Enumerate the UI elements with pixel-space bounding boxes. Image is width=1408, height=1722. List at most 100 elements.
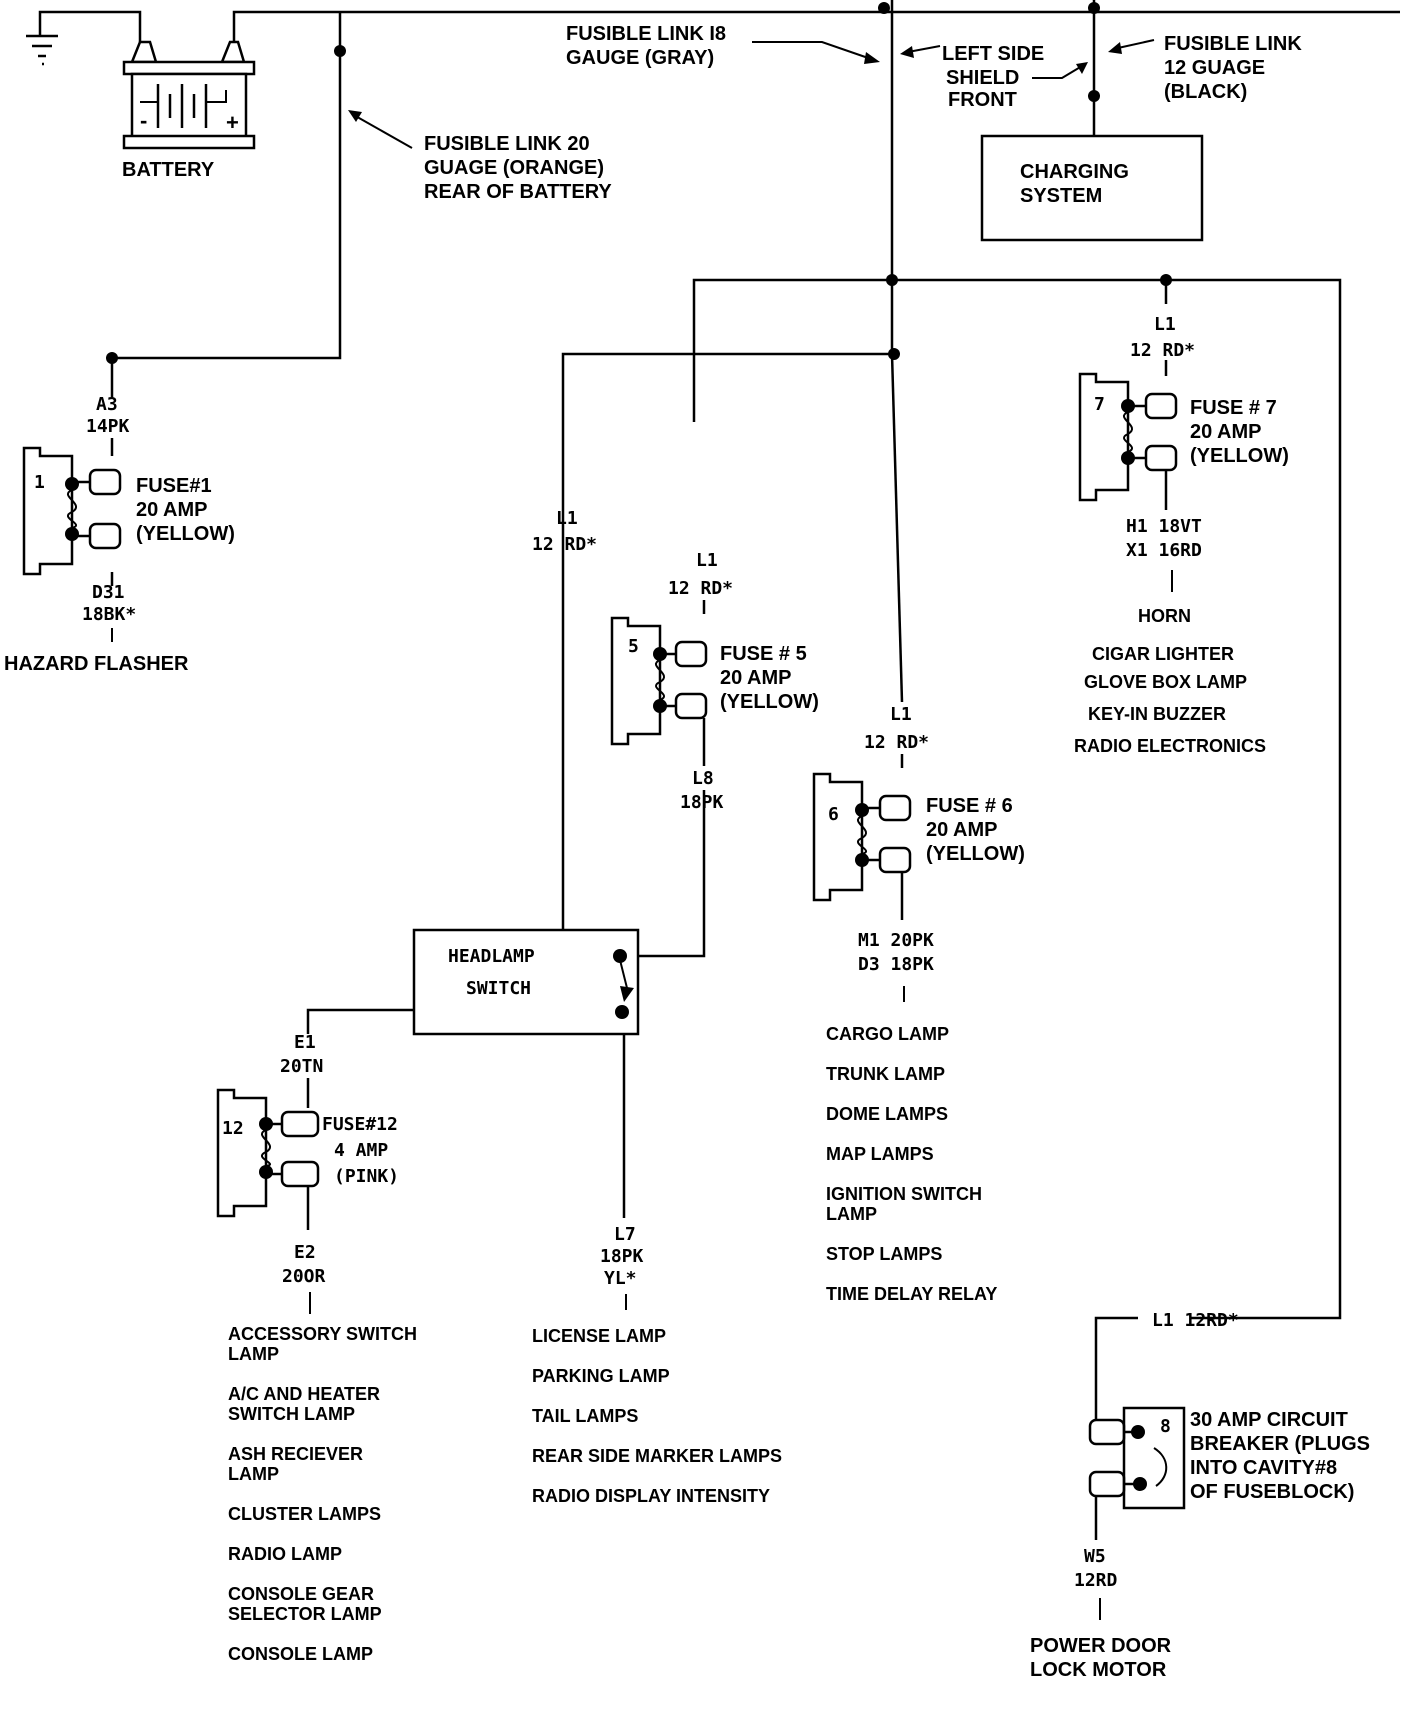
fuse-12-load: LAMP — [228, 1464, 279, 1484]
fuse-1-label-line1: FUSE#1 — [136, 475, 212, 497]
fuse-12-wire-out-line2: 20OR — [282, 1266, 326, 1287]
fuse-6-loads: CARGO LAMP TRUNK LAMP DOME LAMPS MAP LAM… — [826, 1024, 997, 1304]
fuse-7-load: GLOVE BOX LAMP — [1084, 672, 1247, 692]
fuse-6-wire-in-line1: L1 — [890, 704, 912, 725]
fuse-12-wire-in-line1: E1 — [294, 1032, 316, 1053]
breaker-label-line1: 30 AMP CIRCUIT — [1190, 1409, 1348, 1431]
fuse-5-number: 5 — [628, 636, 639, 657]
fusible-link-20-line1: FUSIBLE LINK 20 — [424, 133, 590, 155]
fusible-link-12-line1: FUSIBLE LINK — [1164, 33, 1302, 55]
fuse-12-number: 12 — [222, 1118, 244, 1139]
fuse-12-loads: ACCESSORY SWITCH LAMP A/C AND HEATER SWI… — [228, 1324, 417, 1664]
left-side-line2: SHIELD — [946, 67, 1019, 89]
fuse-1-wire-in-line2: 14PK — [86, 416, 130, 437]
fuse-5-label-line2: 20 AMP — [720, 667, 792, 689]
breaker-label-line2: BREAKER (PLUGS — [1190, 1433, 1370, 1455]
fuse-7: L1 12 RD* 7 FUSE # 7 20 AMP (YELLOW) H1 … — [1078, 314, 1289, 592]
fuse-12-load: SWITCH LAMP — [228, 1404, 355, 1424]
fuse-1-label-line3: (YELLOW) — [136, 523, 235, 545]
headlamp-switch: HEADLAMP SWITCH — [412, 928, 640, 1036]
l7-wire-line3: YL* — [604, 1268, 637, 1289]
fuse-12-load: SELECTOR LAMP — [228, 1604, 382, 1624]
fuse-6-load: TIME DELAY RELAY — [826, 1284, 997, 1304]
fuse-12-wire-in-line2: 20TN — [280, 1056, 323, 1077]
l7-load: LICENSE LAMP — [532, 1326, 666, 1346]
fusible-link-18: FUSIBLE LINK I8 GAUGE (GRAY) — [566, 23, 880, 69]
breaker-cavity: 8 — [1160, 1416, 1171, 1437]
fuse-12-load: ASH RECIEVER — [228, 1444, 363, 1464]
fuse-6: L1 12 RD* 6 FUSE # 6 20 AMP (YELLOW) M1 … — [812, 704, 1025, 1002]
left-side-shield-front: LEFT SIDE SHIELD FRONT — [900, 43, 1088, 111]
fuse-12: E1 20TN 12 FUSE#12 4 AMP (PINK) E2 20OR — [216, 1032, 399, 1314]
headlamp-wire-in-line2: 12 RD* — [532, 534, 597, 555]
fuse-7-wire-in-line1: L1 — [1154, 314, 1176, 335]
fuse-7-label-line1: FUSE # 7 — [1190, 397, 1277, 419]
fuse-12-load: LAMP — [228, 1344, 279, 1364]
fuse-5-wire-in-line2: 12 RD* — [668, 578, 733, 599]
charging-system-line2: SYSTEM — [1020, 185, 1102, 207]
left-side-line3: FRONT — [948, 89, 1017, 111]
fusible-link-18-line1: FUSIBLE LINK I8 — [566, 23, 726, 45]
junction-dots — [106, 2, 1172, 364]
fusible-link-12-line2: 12 GUAGE — [1164, 57, 1265, 79]
l7-wire-line1: L7 — [614, 1224, 636, 1245]
circuit-breaker: L1 12RD* 8 30 AMP CIRCUIT BREAKER (PLUGS… — [1030, 1310, 1370, 1681]
fuse-1-wire-out-line1: D31 — [92, 582, 125, 603]
fuse-6-load: IGNITION SWITCH — [826, 1184, 982, 1204]
fuse-7-load: KEY-IN BUZZER — [1088, 704, 1226, 724]
l7-circuit: L7 18PK YL* LICENSE LAMP PARKING LAMP TA… — [532, 1224, 782, 1506]
fusible-link-20: FUSIBLE LINK 20 GUAGE (ORANGE) REAR OF B… — [348, 110, 612, 203]
charging-system-line1: CHARGING — [1020, 161, 1129, 183]
fuse-7-wire-in-line2: 12 RD* — [1130, 340, 1195, 361]
fusible-link-18-line2: GAUGE (GRAY) — [566, 47, 714, 69]
fusible-link-12-line3: (BLACK) — [1164, 81, 1247, 103]
fuse-6-label-line1: FUSE # 6 — [926, 795, 1013, 817]
l7-load: PARKING LAMP — [532, 1366, 670, 1386]
fuse-12-load: RADIO LAMP — [228, 1544, 342, 1564]
hazard-flasher-label: HAZARD FLASHER — [4, 653, 189, 675]
fuse-7-loads: HORN CIGAR LIGHTER GLOVE BOX LAMP KEY-IN… — [1074, 606, 1266, 756]
breaker-wire-in: L1 12RD* — [1152, 1310, 1239, 1331]
fuse-12-load: ACCESSORY SWITCH — [228, 1324, 417, 1344]
fuse-12-label-line1: FUSE#12 — [322, 1114, 398, 1135]
fuse-6-load: LAMP — [826, 1204, 877, 1224]
headlamp-wire-in-line1: L1 — [556, 508, 578, 529]
battery-plus: + — [226, 110, 239, 135]
battery-label: BATTERY — [122, 159, 215, 181]
fuse-6-number: 6 — [828, 804, 839, 825]
fuse-6-load: TRUNK LAMP — [826, 1064, 945, 1084]
fuse-5: L1 12 RD* 5 FUSE # 5 20 AMP (YELLOW) L8 … — [610, 550, 819, 813]
fuse-1-wire-out-line2: 18BK* — [82, 604, 136, 625]
fuse-7-wire-out-line2: X1 16RD — [1126, 540, 1202, 561]
fuse-7-number: 7 — [1094, 394, 1105, 415]
fuse-12-wire-out-line1: E2 — [294, 1242, 316, 1263]
fuse-5-label-line1: FUSE # 5 — [720, 643, 807, 665]
fuse-6-wire-out-line1: M1 20PK — [858, 930, 934, 951]
fuse-7-load: CIGAR LIGHTER — [1092, 644, 1234, 664]
fuse-6-label-line2: 20 AMP — [926, 819, 998, 841]
battery-minus: - — [140, 108, 147, 133]
headlamp-switch-line1: HEADLAMP — [448, 946, 535, 967]
fuse-6-wire-out-line2: D3 18PK — [858, 954, 934, 975]
fuse-1-number: 1 — [34, 472, 45, 493]
breaker-label-line3: INTO CAVITY#8 — [1190, 1457, 1337, 1479]
fuse-5-wire-out-line1: L8 — [692, 768, 714, 789]
charging-system: CHARGING SYSTEM — [980, 134, 1204, 242]
fuse-12-load: A/C AND HEATER — [228, 1384, 380, 1404]
fuse-5-wire-in-line1: L1 — [696, 550, 718, 571]
l7-wire-line2: 18PK — [600, 1246, 644, 1267]
battery: - + BATTERY — [122, 40, 256, 181]
fuse-5-label-line3: (YELLOW) — [720, 691, 819, 713]
fusible-link-20-line2: GUAGE (ORANGE) — [424, 157, 604, 179]
fuse-12-load: CLUSTER LAMPS — [228, 1504, 381, 1524]
l7-load: REAR SIDE MARKER LAMPS — [532, 1446, 782, 1466]
fuse-6-load: DOME LAMPS — [826, 1104, 948, 1124]
fuse-6-label-line3: (YELLOW) — [926, 843, 1025, 865]
fuse-12-load: CONSOLE GEAR — [228, 1584, 374, 1604]
fuse-6-load: CARGO LAMP — [826, 1024, 949, 1044]
fuse-1: A3 14PK 1 FUSE#1 20 AMP (YELLOW) D31 18B… — [4, 394, 235, 675]
fuse-6-load: STOP LAMPS — [826, 1244, 942, 1264]
power-door-lock-line2: LOCK MOTOR — [1030, 1659, 1167, 1681]
fuse-7-load: HORN — [1138, 606, 1191, 626]
